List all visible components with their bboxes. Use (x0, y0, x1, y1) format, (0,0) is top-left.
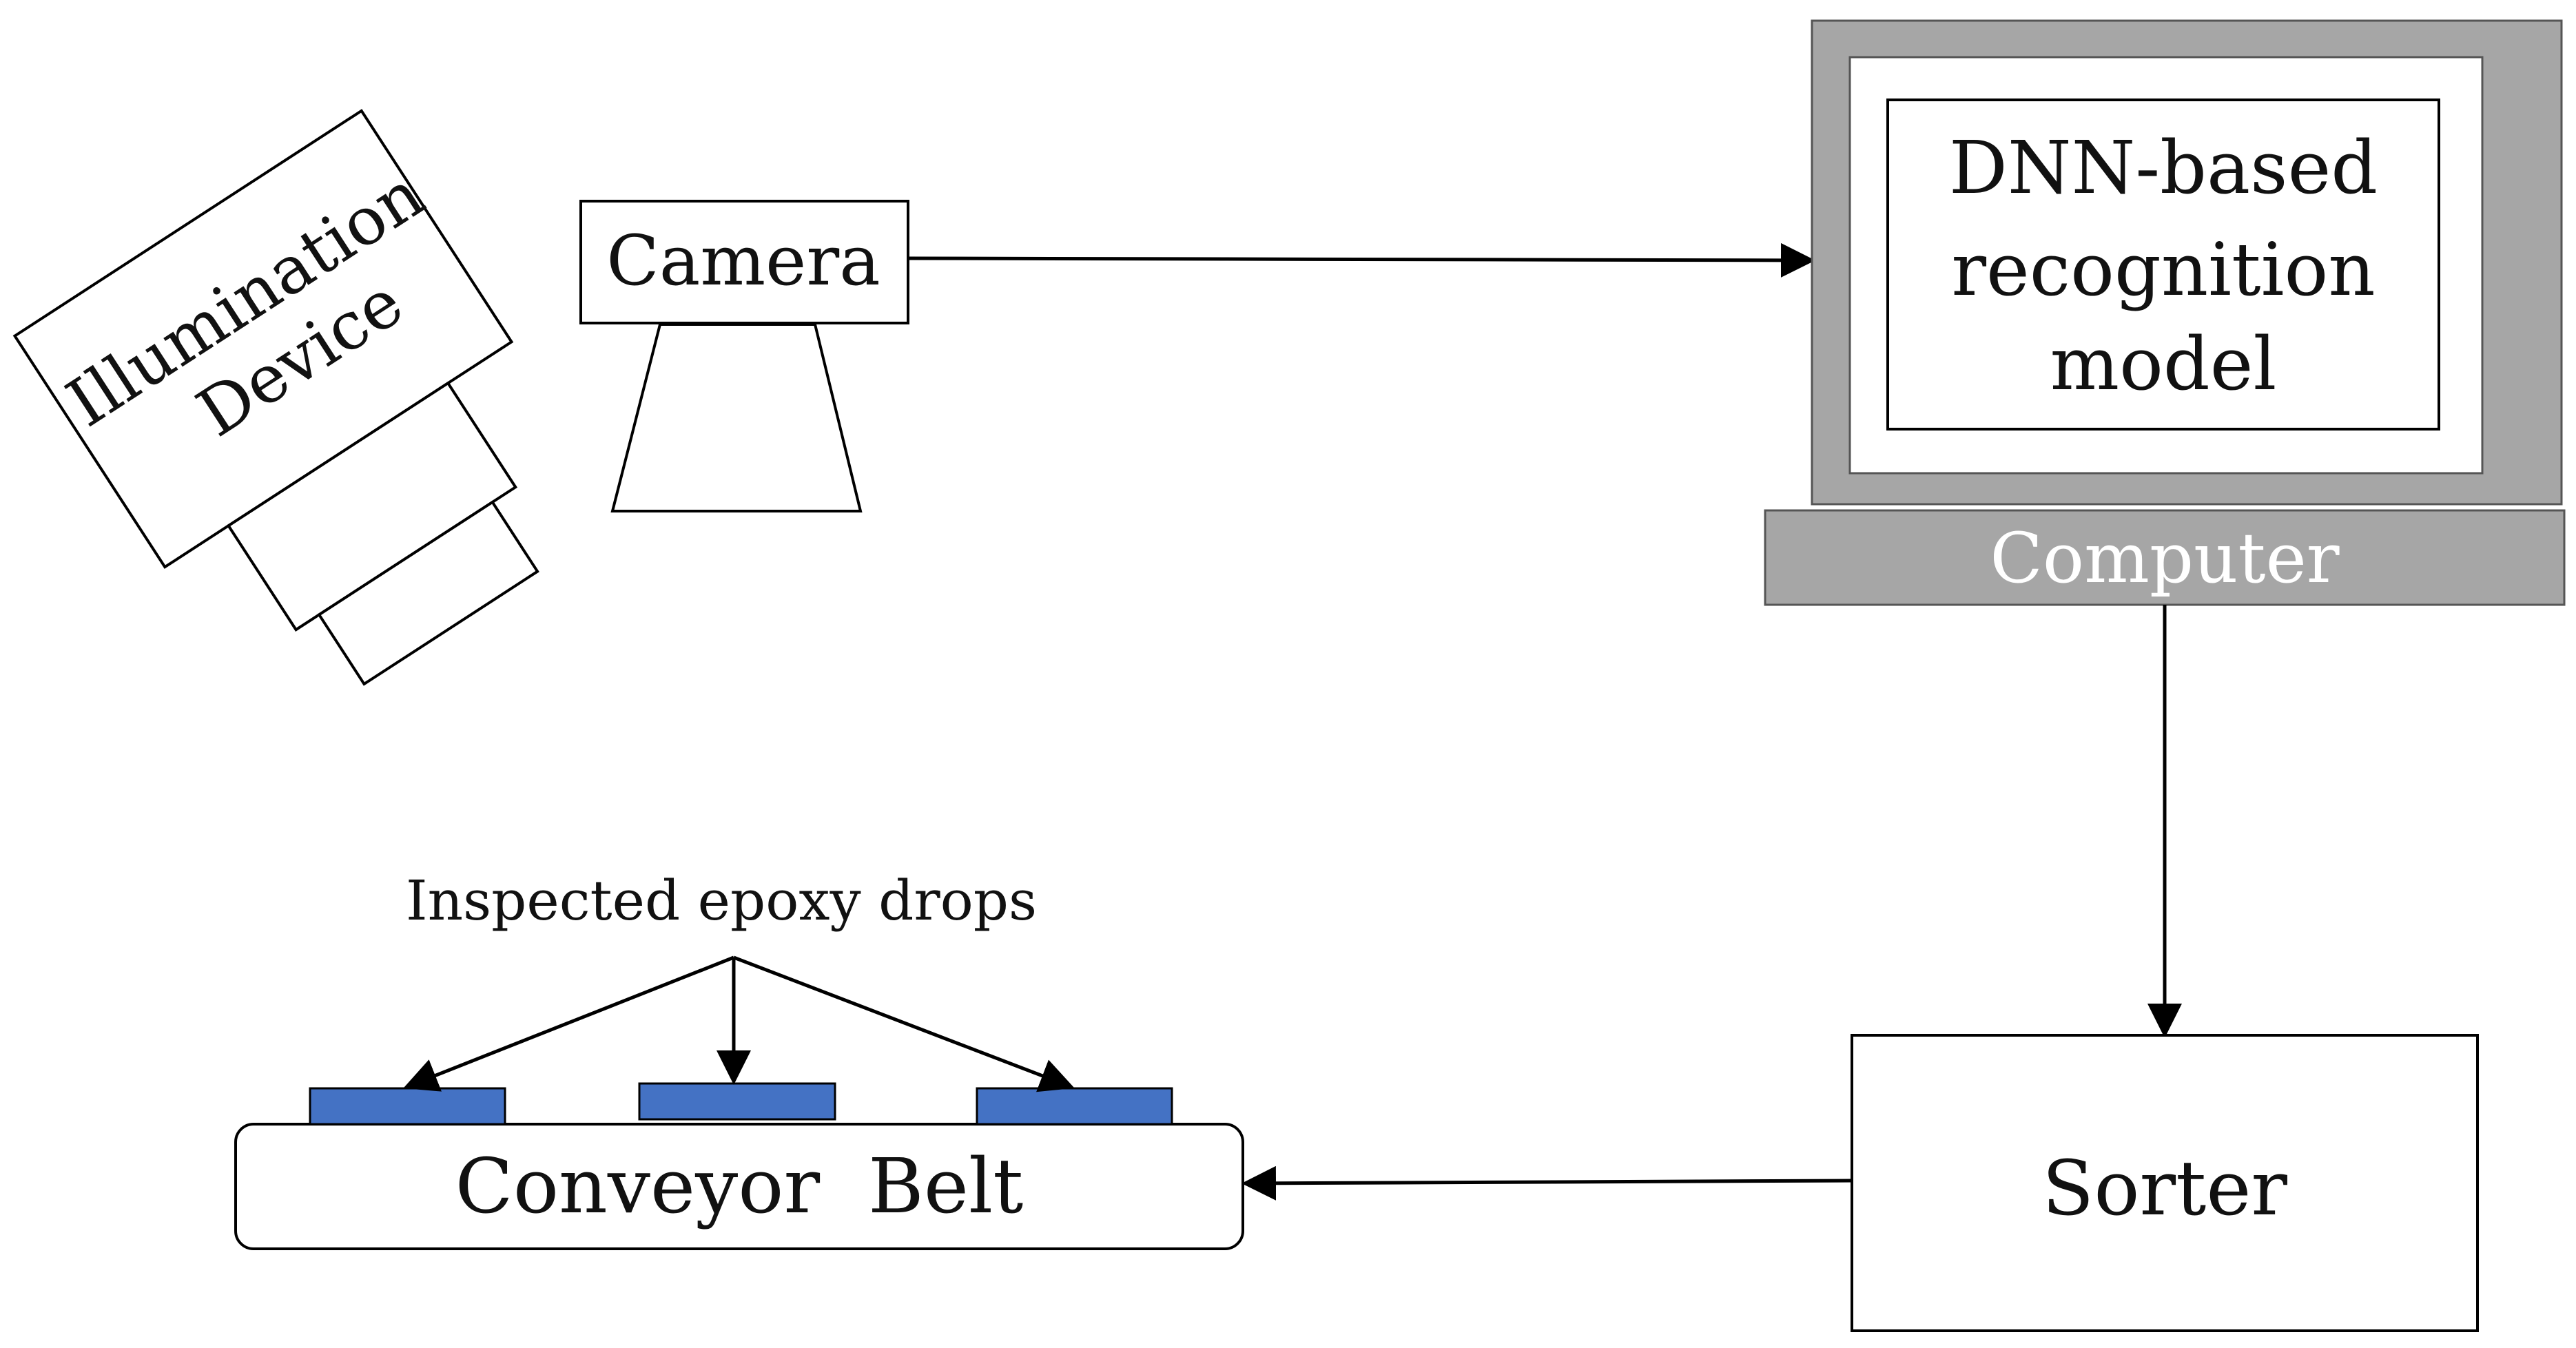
illumination-device: Illumination Device (12, 109, 539, 686)
sorter-label: Sorter (2042, 1144, 2287, 1232)
epoxy-drops-label: Inspected epoxy drops (406, 869, 1037, 933)
conveyor-belt-body (234, 1123, 1244, 1250)
dnn-model-label-line2: recognition (1951, 227, 2375, 312)
conveyor-belt: Conveyor Belt Inspected epoxy drops (234, 869, 1244, 1250)
camera-lens (610, 323, 863, 512)
dnn-model-label-line1: DNN-based (1949, 125, 2378, 210)
epoxy-drop (309, 1087, 506, 1126)
dnn-model-box (1886, 98, 2440, 431)
computer-base (1764, 509, 2566, 606)
arrow-sorter-to-conveyor (1241, 1165, 1853, 1201)
sorter-box (1851, 1034, 2479, 1332)
camera-body (579, 200, 909, 324)
epoxy-drop (638, 1082, 836, 1121)
camera: Camera (579, 200, 909, 512)
epoxy-drop (976, 1087, 1173, 1126)
arrow-to-epoxy-drop-3 (733, 955, 1075, 1092)
computer: DNN-based recognition model Computer (1764, 19, 2566, 606)
arrow-camera-to-computer (907, 242, 1815, 278)
computer-label: Computer (1990, 518, 2339, 599)
conveyor-belt-label: Conveyor Belt (455, 1142, 1024, 1230)
illumination-mount-lower (317, 500, 539, 686)
camera-label: Camera (606, 220, 880, 301)
sorter: Sorter (1851, 1034, 2479, 1332)
dnn-model-label-line3: model (2050, 322, 2277, 406)
arrow-to-epoxy-drop-1 (403, 955, 734, 1092)
